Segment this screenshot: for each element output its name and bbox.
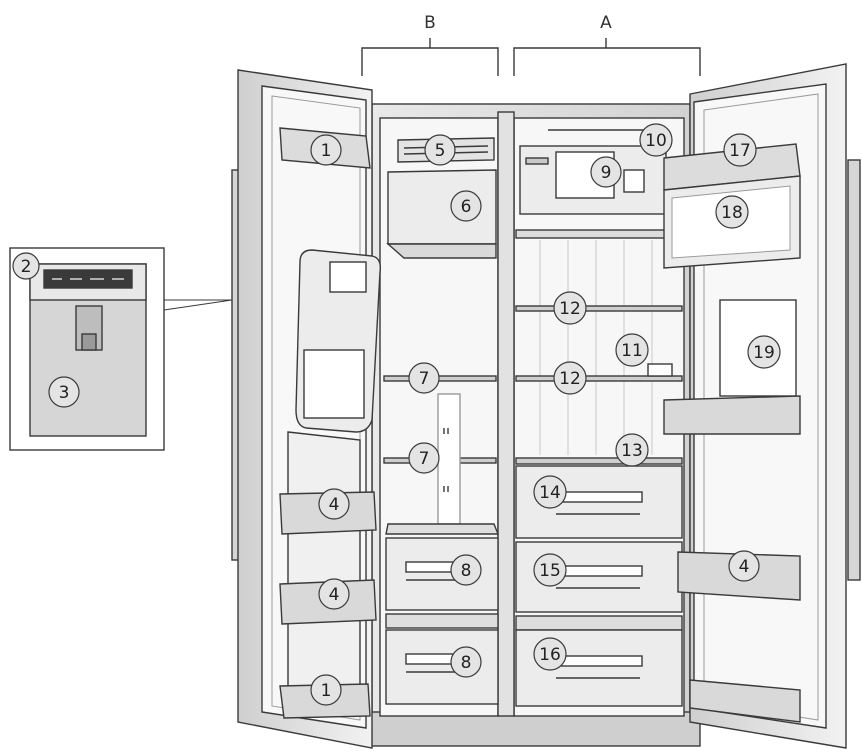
svg-text:11: 11 [621,341,643,361]
svg-text:1: 1 [321,681,332,701]
svg-text:4: 4 [329,585,340,605]
callouts: 1 1 2 3 4 4 4 5 6 7 7 8 [12,123,781,706]
center-mullion [497,111,515,717]
callout-7-upper: 7 [408,362,440,394]
svg-text:8: 8 [461,653,472,673]
callout-16: 16 [533,637,567,671]
svg-text:9: 9 [601,163,612,183]
callout-4-left-lower: 4 [318,578,350,610]
section-label-b: B [424,13,436,33]
svg-text:14: 14 [539,483,561,503]
callout-18: 18 [715,195,749,229]
callout-17: 17 [723,133,757,167]
crisper-cover [515,457,683,465]
callout-14: 14 [533,475,567,509]
right-door-bin-upper [663,395,801,435]
glass-shelf-upper [515,305,683,312]
callout-2: 2 [12,252,40,280]
callout-11: 11 [615,333,649,367]
section-bracket-a [513,38,701,76]
svg-text:4: 4 [739,557,750,577]
svg-text:18: 18 [721,203,743,223]
callout-12-lower: 12 [553,361,587,395]
callout-8-upper: 8 [450,554,482,586]
callout-4-left-upper: 4 [318,488,350,520]
callout-10: 10 [639,123,673,157]
svg-text:7: 7 [419,449,430,469]
svg-text:15: 15 [539,561,561,581]
svg-text:13: 13 [621,441,643,461]
svg-text:7: 7 [419,369,430,389]
svg-text:6: 6 [461,197,472,217]
svg-text:5: 5 [435,141,446,161]
svg-text:19: 19 [753,343,775,363]
svg-text:2: 2 [21,257,32,277]
svg-text:8: 8 [461,561,472,581]
svg-text:10: 10 [645,131,667,151]
section-bracket-b [361,38,499,76]
svg-text:17: 17 [729,141,751,161]
freezer-vent [437,393,461,525]
glass-shelf-lower [515,363,683,382]
callout-7-lower: 7 [408,442,440,474]
callout-19: 19 [747,335,781,369]
callout-6: 6 [450,190,482,222]
right-door-shelf-bottom [689,679,801,723]
svg-text:12: 12 [559,369,581,389]
callout-8-lower: 8 [450,646,482,678]
section-label-a: A [600,13,612,33]
svg-text:1: 1 [321,141,332,161]
callout-13: 13 [615,433,649,467]
svg-text:3: 3 [59,383,70,403]
svg-text:4: 4 [329,495,340,515]
freezer-drawer-upper [385,523,500,611]
callout-1-bottom: 1 [310,674,342,706]
callout-9: 9 [590,156,622,188]
dispenser-inset [9,247,233,451]
fridge-shelf-top [515,229,683,239]
callout-3: 3 [48,376,80,408]
svg-text:16: 16 [539,645,561,665]
ice-container [386,169,497,259]
callout-12-upper: 12 [553,291,587,325]
callout-4-right: 4 [728,550,760,582]
freezer-shelf-upper [383,375,497,382]
callout-1-top: 1 [310,134,342,166]
callout-15: 15 [533,553,567,587]
callout-5: 5 [424,134,456,166]
freezer-drawer-lower [385,613,499,705]
svg-text:12: 12 [559,299,581,319]
left-door [237,69,382,749]
